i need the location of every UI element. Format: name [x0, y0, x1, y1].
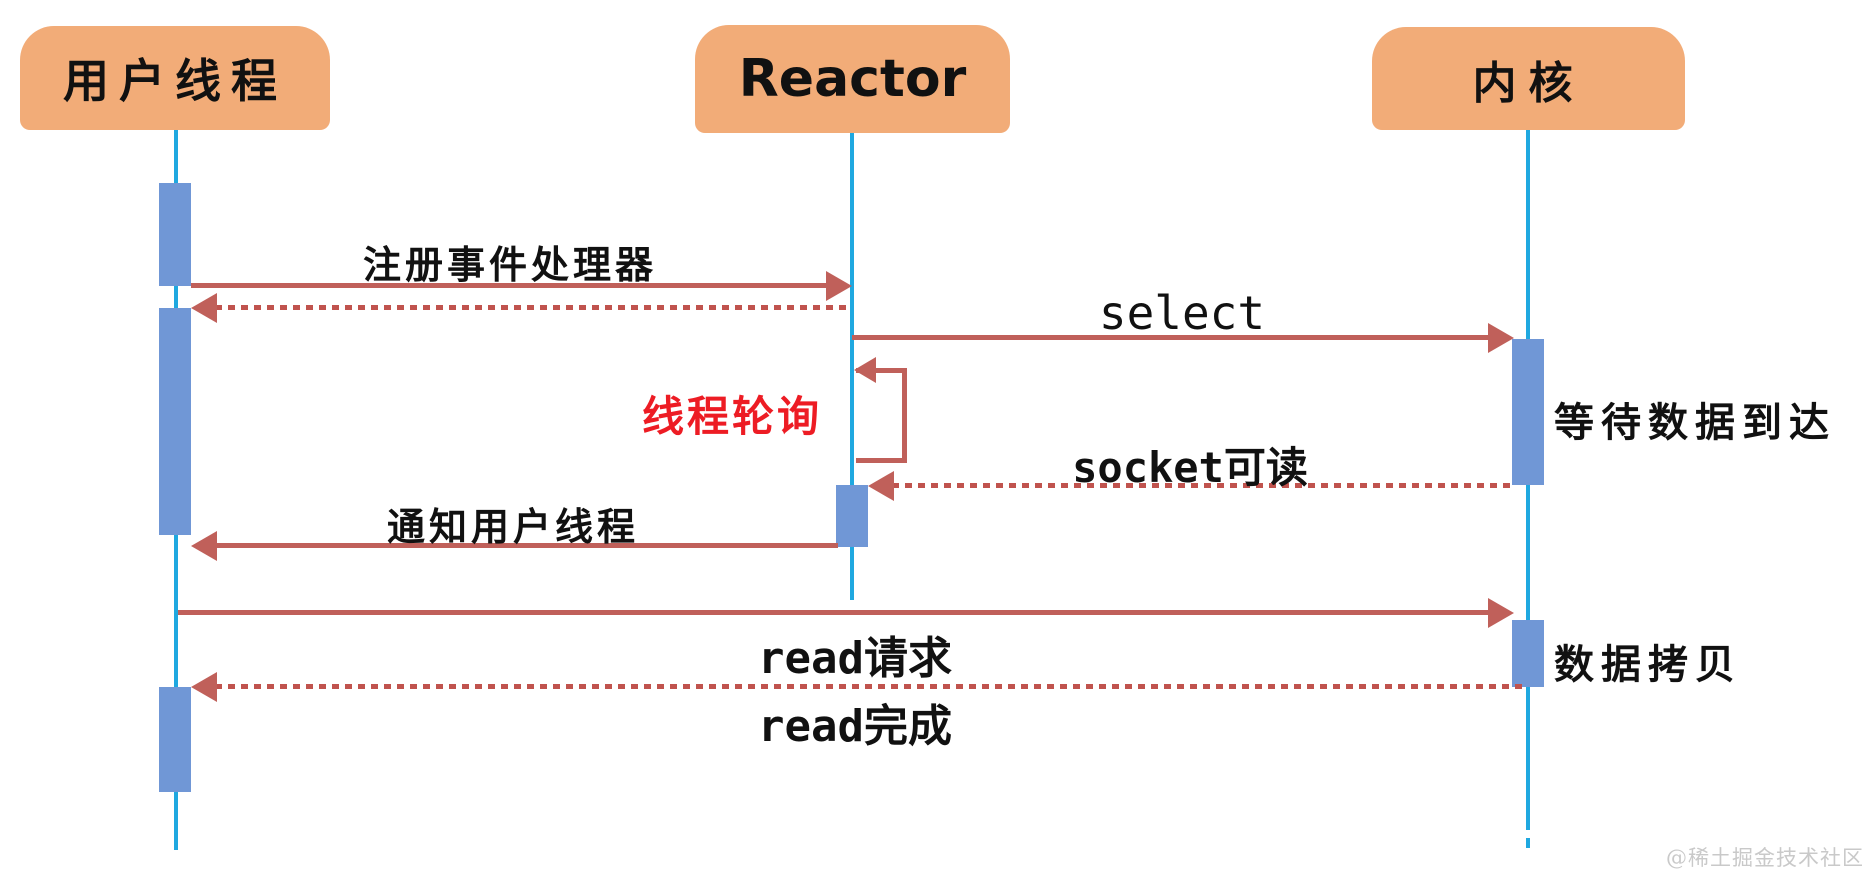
note-data-copy: 数据拷贝	[1554, 641, 1742, 688]
message-register-handler-label: 注册事件处理器	[362, 242, 657, 287]
message-register-handler-line	[191, 283, 828, 288]
message-notify-user-label: 通知用户线程	[386, 504, 639, 549]
note-waiting-for-data: 等待数据到达	[1554, 399, 1836, 446]
message-socket-readable-label: socket可读	[1072, 443, 1308, 492]
message-read-complete-label: read完成	[758, 701, 952, 752]
message-read-request-line	[178, 610, 1490, 615]
self-loop-polling	[856, 368, 907, 463]
message-read-request-label: read请求	[758, 633, 952, 684]
activation-user-3	[159, 687, 191, 792]
participant-kernel: 内核	[1372, 27, 1685, 130]
activation-reactor-1	[836, 485, 868, 547]
arrowhead-right-icon	[1488, 598, 1514, 628]
arrowhead-left-icon	[854, 357, 876, 383]
participant-reactor: Reactor	[695, 25, 1010, 133]
participant-kernel-label: 内核	[1472, 57, 1585, 109]
message-select-line	[852, 335, 1490, 340]
arrowhead-left-icon	[191, 531, 217, 561]
activation-kernel-1	[1512, 339, 1544, 485]
arrowhead-left-icon	[868, 471, 894, 501]
message-register-return-line	[215, 305, 852, 310]
message-notify-user-line	[215, 543, 838, 548]
arrowhead-right-icon	[1488, 323, 1514, 353]
participant-reactor-label: Reactor	[738, 49, 967, 109]
participant-user-thread: 用户线程	[20, 26, 330, 130]
activation-user-2	[159, 308, 191, 535]
self-loop-polling-label: 线程轮询	[641, 392, 822, 441]
lifeline-kernel-tick	[1526, 838, 1530, 848]
activation-kernel-2	[1512, 620, 1544, 687]
participant-user-thread-label: 用户线程	[63, 54, 287, 108]
arrowhead-left-icon	[191, 672, 217, 702]
message-socket-readable-line	[892, 483, 1514, 488]
activation-user-1	[159, 183, 191, 286]
message-select-label: select	[1098, 286, 1266, 340]
lifeline-reactor	[850, 132, 854, 600]
arrowhead-right-icon	[826, 271, 852, 301]
message-read-complete-line	[215, 684, 1526, 689]
watermark: @稀土掘金技术社区	[1666, 846, 1864, 870]
arrowhead-left-icon	[191, 293, 217, 323]
